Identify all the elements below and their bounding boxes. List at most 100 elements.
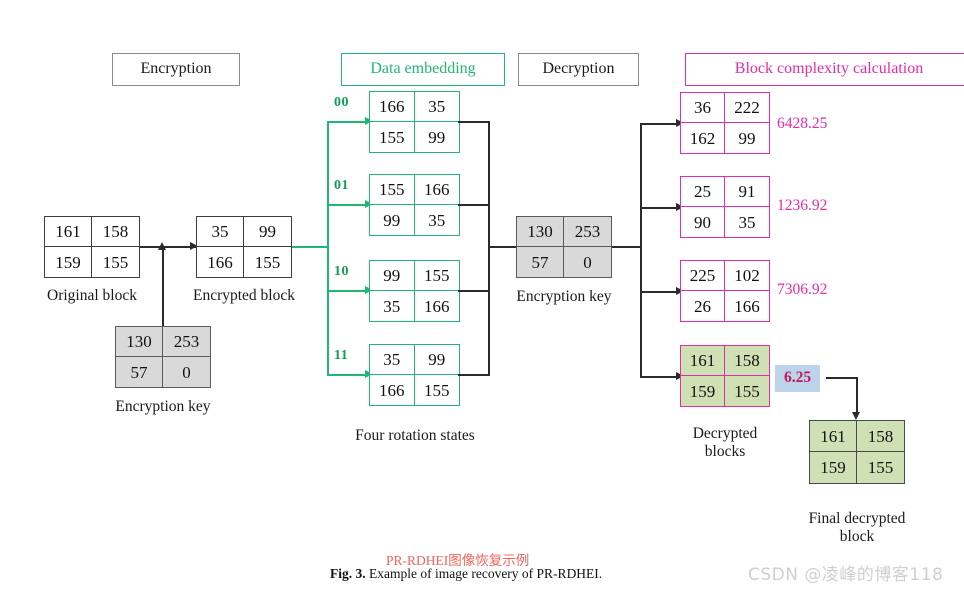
cell: 90	[681, 207, 725, 237]
connector-state-01-to-merge	[458, 204, 490, 206]
connector-encrypted-to-bus	[292, 246, 329, 248]
cell: 155	[370, 122, 415, 152]
cell: 155	[734, 381, 760, 401]
cell: 159	[681, 376, 725, 406]
cell: 35	[738, 212, 756, 232]
cell: 225	[681, 261, 725, 291]
cell: 166	[370, 375, 415, 405]
arrowhead-final-block	[852, 412, 860, 420]
bit-tag-01: 01	[334, 178, 349, 193]
decrypted-block-1: 36 222 162 99	[680, 92, 770, 154]
cell: 99	[370, 261, 415, 291]
decrypted-blocks-caption-line1: Decrypted	[692, 425, 758, 442]
cell: 0	[182, 362, 191, 382]
figure-caption: Fig. 3. Example of image recovery of PR-…	[330, 566, 602, 582]
cell: 161	[45, 217, 92, 247]
connector-merge-to-key	[488, 246, 524, 248]
cell: 57	[116, 357, 163, 387]
figure-caption-text: Example of image recovery of PR-RDHEI.	[369, 566, 603, 581]
cell: 35	[414, 92, 459, 122]
cell: 158	[857, 421, 904, 452]
connector-bus-to-state-11	[327, 374, 371, 376]
cell: 166	[424, 296, 450, 316]
final-decrypted-block: 161 158 159 155	[809, 420, 905, 484]
cell: 99	[370, 205, 415, 235]
connector-key-to-fanout	[612, 246, 642, 248]
cell: 0	[583, 252, 592, 272]
rotation-state-block-01: 155 166 99 35	[369, 174, 460, 236]
cell: 222	[725, 93, 769, 123]
original-block: 161 158 159 155	[44, 216, 140, 278]
decrypted-block-2: 25 91 90 35	[680, 176, 770, 238]
cell: 35	[197, 217, 244, 247]
rotation-state-block-11: 35 99 166 155	[369, 344, 460, 406]
cell: 159	[810, 452, 857, 483]
connector-fanout-to-decrypted-4	[640, 376, 682, 378]
cell: 26	[681, 291, 725, 321]
four-rotation-states-caption: Four rotation states	[355, 427, 475, 444]
cell: 159	[45, 247, 92, 277]
connector-bus-to-state-01	[327, 204, 371, 206]
final-caption-line1: Final decrypted	[808, 510, 906, 527]
cell: 158	[725, 346, 769, 376]
cell: 161	[810, 421, 857, 452]
decrypted-block-3: 225 102 26 166	[680, 260, 770, 322]
cell: 155	[867, 458, 894, 477]
complexity-value-1: 6428.25	[777, 115, 828, 132]
figure-caption-prefix: Fig. 3.	[330, 566, 366, 581]
cell: 158	[92, 217, 139, 247]
cell: 99	[414, 345, 459, 375]
decrypted-block-4-selected: 161 158 159 155	[680, 345, 770, 407]
encryption-key-left-caption: Encryption key	[115, 398, 211, 415]
connector-selected-to-final-vertical	[856, 377, 858, 415]
cell: 155	[254, 252, 281, 272]
complexity-value-3: 7306.92	[777, 281, 828, 298]
encrypted-block: 35 99 166 155	[196, 216, 292, 278]
cell: 99	[244, 217, 291, 247]
cell: 130	[517, 217, 564, 247]
complexity-value-2: 1236.92	[777, 197, 828, 214]
encryption-key-block-left: 130 253 57 0	[115, 326, 211, 388]
cell: 99	[738, 128, 756, 148]
cell: 57	[517, 247, 564, 277]
arrowhead-original-to-encrypted	[190, 242, 198, 250]
cell: 155	[370, 175, 415, 205]
fanout-bus-vertical	[640, 123, 642, 376]
bit-tag-00: 00	[334, 95, 349, 110]
merge-bus-vertical	[488, 121, 490, 376]
cell: 91	[725, 177, 769, 207]
cell: 35	[370, 291, 415, 321]
cell: 253	[564, 217, 611, 247]
figure-chinese-title: PR-RDHEI图像恢复示例	[386, 553, 530, 568]
final-caption-line2: block	[839, 528, 875, 546]
connector-selected-to-final	[826, 377, 858, 379]
connector-bus-to-state-00	[327, 121, 371, 123]
cell: 166	[734, 296, 760, 316]
cell: 166	[414, 175, 459, 205]
bit-tag-10: 10	[334, 264, 349, 279]
cell: 253	[163, 327, 210, 357]
phase-label-data-embedding: Data embedding	[341, 53, 505, 86]
encryption-key-block-right: 130 253 57 0	[516, 216, 612, 278]
cell: 35	[370, 345, 415, 375]
cell: 102	[725, 261, 769, 291]
rotation-state-block-00: 166 35 155 99	[369, 91, 460, 153]
cell: 155	[424, 380, 450, 400]
connector-fanout-to-decrypted-1	[640, 123, 682, 125]
encrypted-block-caption: Encrypted block	[192, 287, 295, 304]
rotation-state-block-10: 99 155 35 166	[369, 260, 460, 322]
cell: 166	[197, 247, 244, 277]
cell: 161	[681, 346, 725, 376]
decrypted-blocks-caption: Decrypted blocks	[633, 425, 817, 462]
connector-key-to-encryption	[162, 248, 164, 326]
phase-label-decryption: Decryption	[518, 53, 639, 86]
bit-tag-11: 11	[334, 348, 349, 363]
cell: 155	[414, 261, 459, 291]
csdn-watermark: CSDN @凌峰的博客118	[748, 565, 944, 585]
arrowhead-key-to-encryption	[158, 242, 166, 250]
connector-fanout-to-decrypted-2	[640, 207, 682, 209]
cell: 36	[681, 93, 725, 123]
decrypted-blocks-caption-line2: blocks	[704, 443, 746, 461]
phase-label-block-complexity: Block complexity calculation	[685, 53, 964, 86]
